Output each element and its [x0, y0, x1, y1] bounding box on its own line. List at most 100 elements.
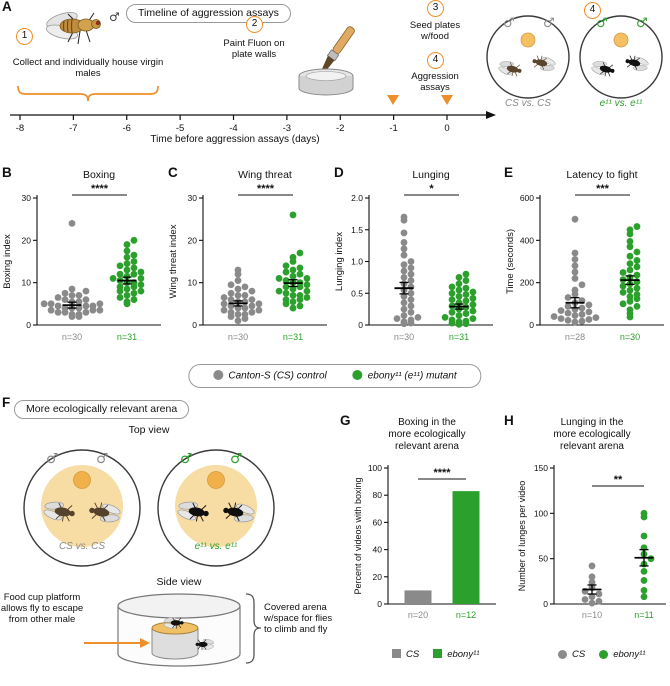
arena-brace	[245, 593, 262, 664]
data-point	[564, 309, 572, 317]
y-tick-label: 0	[377, 599, 382, 609]
panel-g-title-line: Boxing in the	[398, 417, 456, 428]
data-point	[68, 291, 76, 299]
data-point	[455, 280, 463, 288]
data-point	[626, 252, 634, 260]
data-point	[469, 315, 477, 323]
data-point	[234, 291, 242, 299]
food-dot	[613, 32, 629, 48]
data-point	[595, 590, 603, 598]
arena-ebony-circle	[579, 15, 663, 99]
data-point	[241, 311, 249, 318]
data-point	[275, 287, 283, 295]
step-2-badge: 2	[246, 16, 263, 33]
data-point	[407, 277, 415, 284]
data-point	[571, 268, 579, 276]
data-point	[109, 275, 117, 282]
panel-g-title: Boxing in the more ecologically relevant…	[352, 417, 502, 452]
n-label: n=31	[449, 332, 469, 342]
data-point	[640, 509, 648, 517]
y-tick-label: 10	[22, 278, 32, 288]
data-point	[123, 247, 131, 255]
data-point	[234, 311, 242, 318]
data-point	[47, 306, 55, 314]
data-point	[400, 293, 408, 300]
data-point	[564, 294, 572, 301]
data-point	[130, 236, 138, 244]
data-point	[227, 308, 235, 316]
y-tick-label: 200	[520, 278, 534, 288]
data-point	[116, 270, 124, 278]
data-point	[469, 288, 477, 296]
data-point	[571, 275, 579, 282]
data-point	[626, 243, 634, 251]
data-point	[130, 270, 138, 278]
data-point	[571, 318, 579, 326]
arena-ebony-label: e¹¹ vs. e¹¹	[194, 541, 238, 552]
data-point	[462, 277, 470, 284]
data-point	[282, 268, 290, 276]
male-symbol: ♂	[636, 16, 648, 31]
step-4-label: Aggression assays	[411, 71, 459, 94]
data-point	[130, 289, 138, 297]
data-point	[234, 317, 242, 325]
data-point	[407, 308, 415, 316]
y-tick-label: 10	[188, 278, 198, 288]
n-label: n=30	[228, 332, 248, 342]
data-point	[571, 312, 579, 319]
y-tick-label: 30	[188, 193, 198, 203]
data-point	[633, 263, 641, 271]
step-4-arena-badge: 4	[584, 2, 601, 19]
top-view-label: Top view	[128, 424, 170, 436]
y-axis-label: Time (seconds)	[505, 229, 516, 294]
panel-g-title-line: relevant arena	[395, 440, 459, 452]
data-point	[626, 266, 634, 274]
data-point	[248, 308, 256, 316]
data-point	[407, 283, 415, 291]
y-tick-label: 0	[529, 320, 534, 330]
data-point	[407, 264, 415, 272]
legend-item-ebony: ebony¹¹	[433, 649, 479, 660]
timeline-tick-label: -3	[283, 123, 291, 134]
data-point	[455, 293, 463, 300]
data-point	[448, 289, 456, 297]
main-legend: Canton-S (CS) control ebony¹¹ (e¹¹) muta…	[188, 364, 482, 388]
data-point	[54, 308, 62, 316]
data-point	[54, 294, 62, 301]
data-point	[633, 271, 641, 279]
ebony-square-marker	[433, 649, 443, 658]
cs-dot-marker	[213, 370, 224, 380]
data-point	[296, 264, 304, 272]
panel-d-title: Lunging	[412, 169, 450, 181]
data-point	[137, 281, 145, 289]
panel-h-letter: H	[504, 413, 514, 428]
n-label: n=28	[565, 332, 585, 342]
male-symbol: ♂	[180, 451, 193, 467]
y-tick-label: 100	[534, 508, 548, 518]
sig-stars: **	[614, 474, 623, 486]
data-point	[462, 310, 470, 317]
data-point	[116, 283, 124, 291]
food-cup-arrowhead	[140, 638, 150, 648]
data-point	[61, 289, 69, 297]
legend-cs-label: Canton-S (CS) control	[228, 370, 327, 382]
food-dot	[520, 32, 536, 48]
data-point	[123, 272, 131, 280]
side-view-label: Side view	[156, 576, 202, 588]
data-point	[633, 302, 641, 310]
data-point	[462, 284, 470, 292]
panel-h-title-line: Lunging in the	[560, 417, 624, 428]
data-point	[282, 296, 290, 303]
y-tick-label: 20	[22, 235, 32, 245]
timeline-tick-label: -1	[389, 123, 397, 134]
data-point	[585, 308, 593, 316]
data-point	[462, 291, 470, 298]
y-axis-label: Boxing index	[2, 234, 13, 289]
panel-b-title: Boxing	[82, 169, 116, 181]
ebony-dot-marker	[352, 370, 363, 380]
data-point	[82, 302, 90, 310]
data-point	[234, 266, 242, 274]
data-point	[571, 249, 579, 257]
